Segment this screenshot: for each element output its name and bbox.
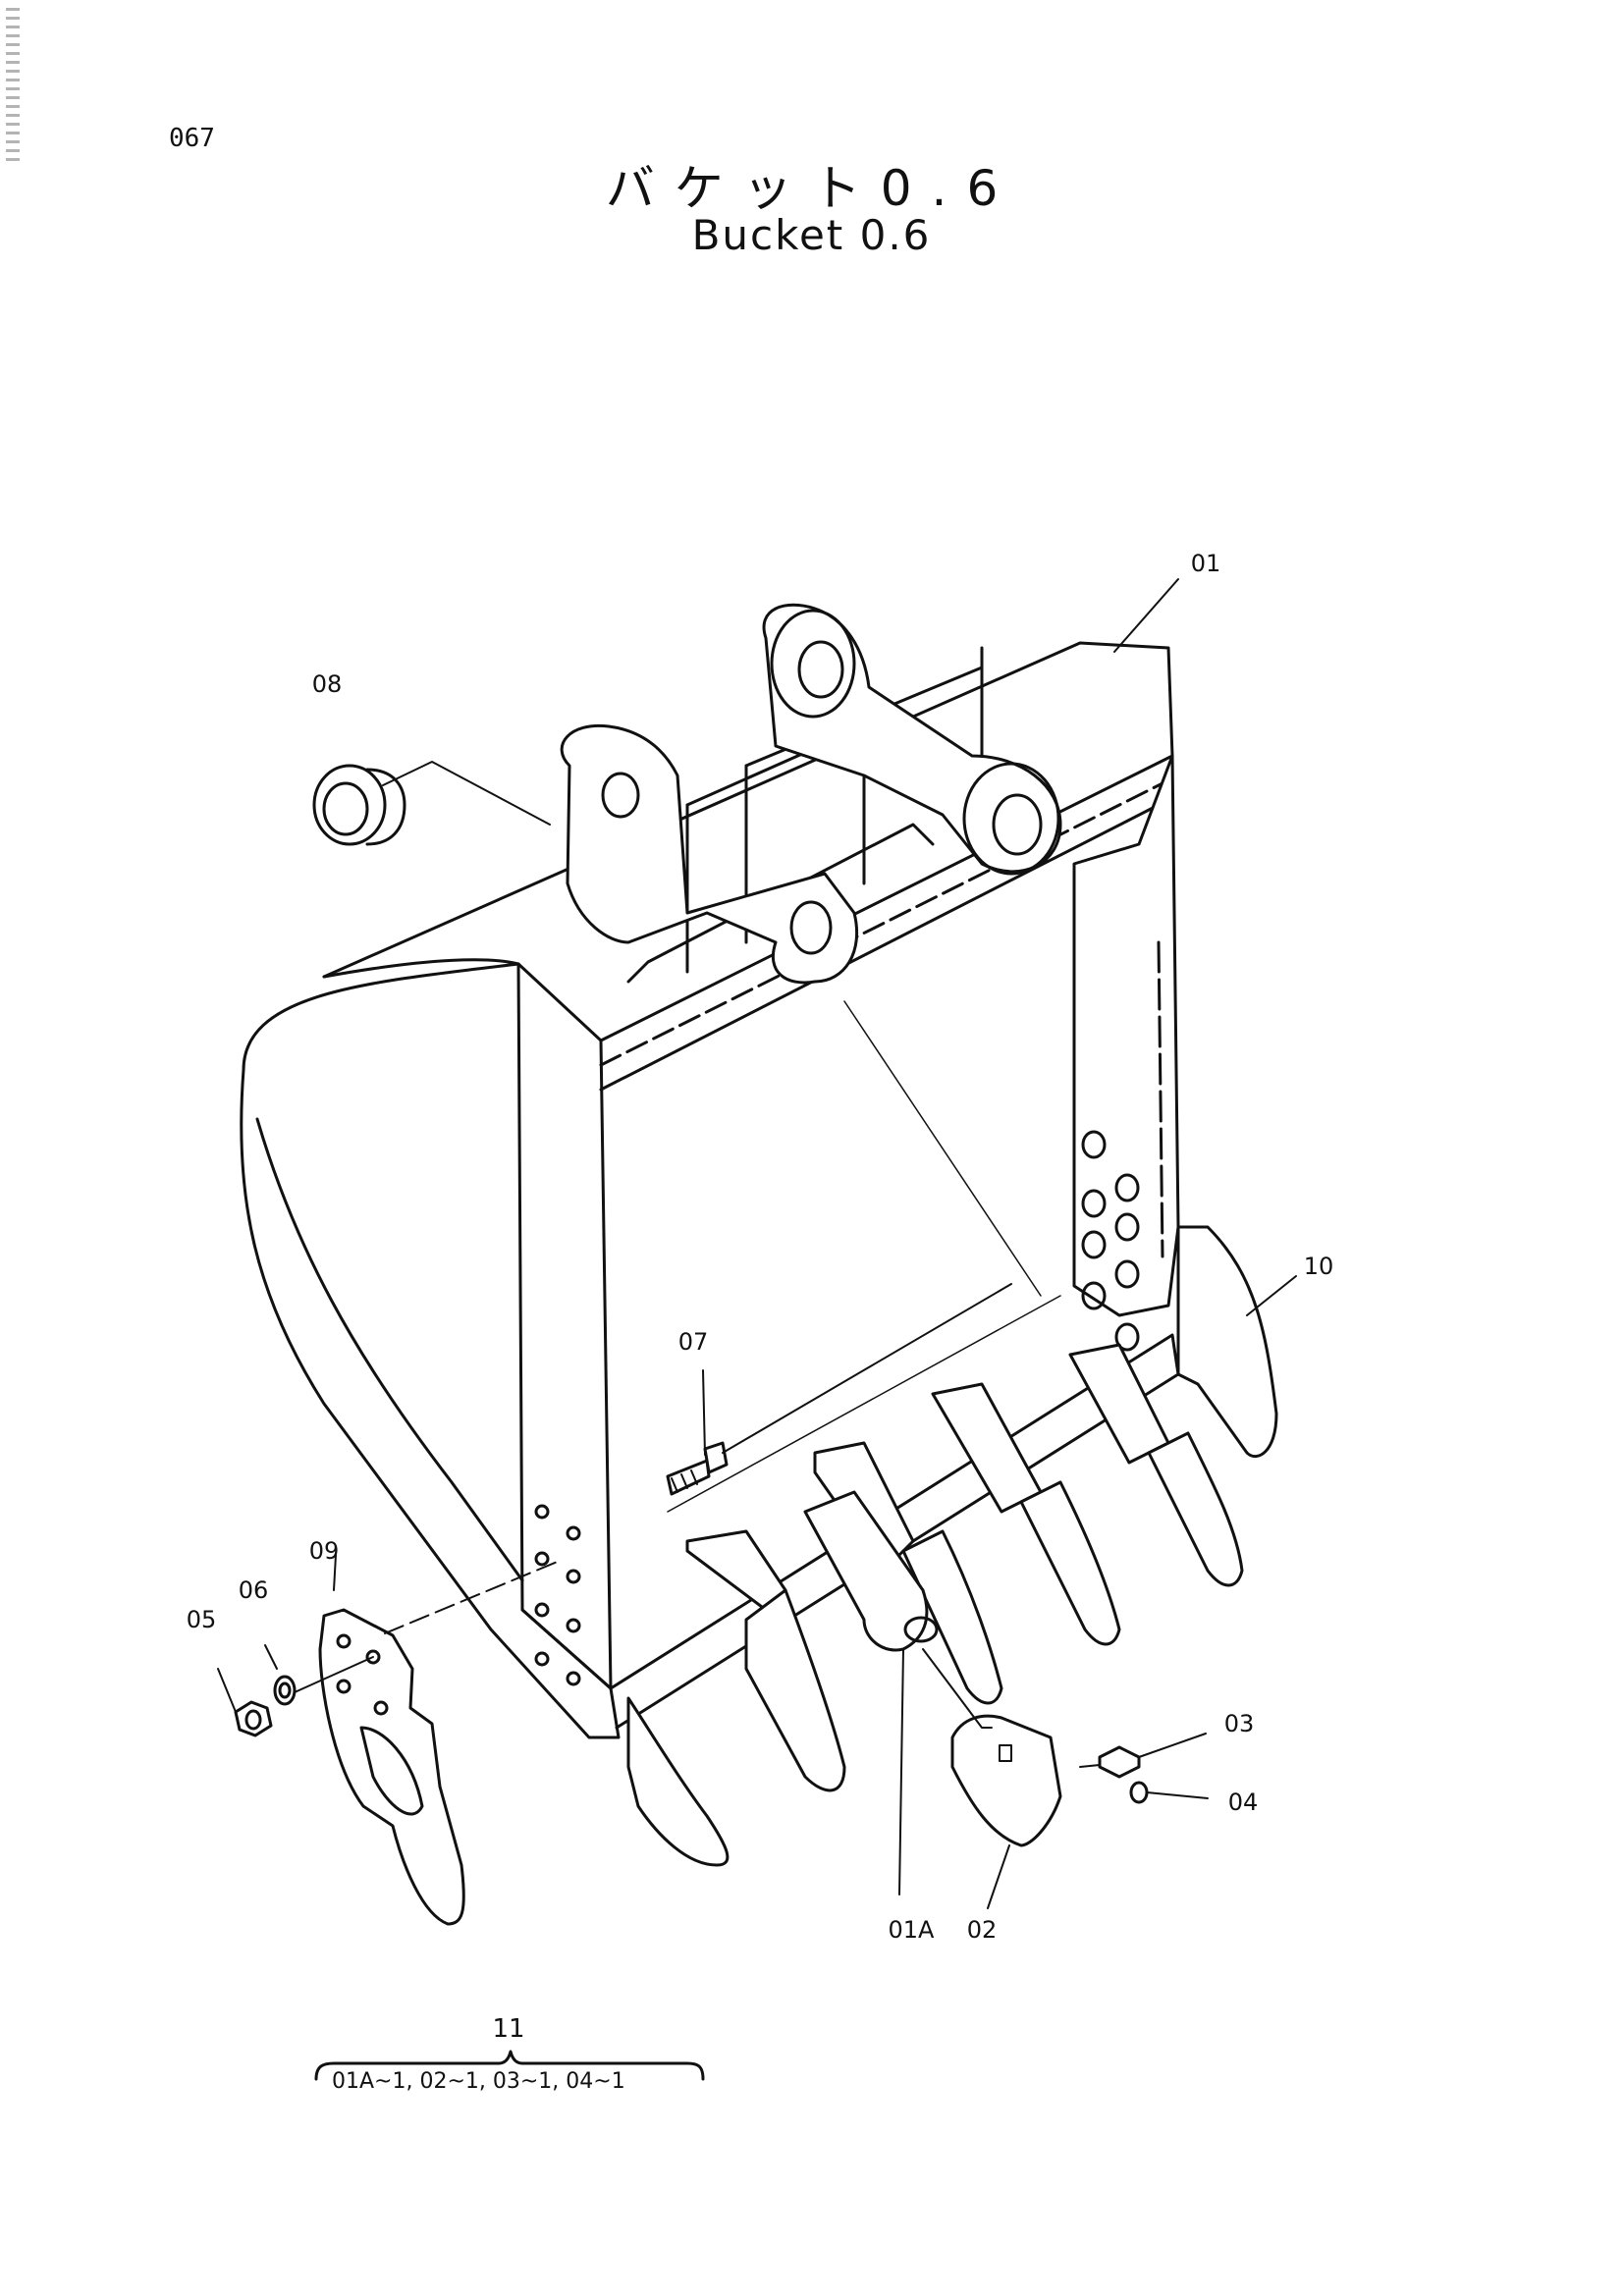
bushing-08 [312, 764, 406, 846]
callout-06: 06 [238, 1576, 269, 1604]
callout-02: 02 [966, 1916, 998, 1944]
adapter-01a [803, 1490, 929, 1652]
leader-lines [217, 578, 1297, 1909]
callout-09: 09 [308, 1537, 340, 1565]
callout-01: 01 [1190, 550, 1221, 577]
lower-pin-boss [962, 762, 1060, 876]
side-cutter-09 [318, 1608, 465, 1926]
callout-08: 08 [311, 670, 343, 698]
nut-05 [234, 1700, 273, 1737]
title-english: Bucket 0.6 [691, 211, 932, 259]
left-lug-hole [601, 772, 640, 819]
bucket-body [240, 641, 1180, 1739]
kit-brace [314, 2050, 705, 2081]
side-cutter-right [1176, 1225, 1278, 1459]
callout-05: 05 [186, 1606, 217, 1633]
page-number: 067 [169, 124, 215, 153]
kit-number: 11 [492, 2014, 525, 2044]
callout-04: 04 [1227, 1789, 1259, 1816]
callout-10: 10 [1303, 1253, 1334, 1280]
left-lug-plate [560, 723, 859, 985]
callout-01a: 01A [888, 1916, 935, 1944]
lock-04 [1129, 1781, 1149, 1804]
kit-contents: 01A~1, 02~1, 03~1, 04~1 [332, 2069, 625, 2094]
right-lug-plate [762, 603, 1062, 874]
callout-07: 07 [677, 1328, 709, 1356]
bolt-07 [666, 1441, 729, 1496]
scan-margin-mark [6, 8, 20, 165]
left-plate-holes [534, 1504, 581, 1686]
bucket-teeth [626, 1343, 1244, 1867]
right-plate-holes [1081, 1130, 1140, 1352]
title-japanese: バケット0.6 [605, 160, 1018, 217]
upper-pin-boss [770, 609, 856, 719]
tooth-point-02 [950, 1714, 1062, 1847]
pin-03 [1098, 1745, 1141, 1779]
callout-03: 03 [1223, 1710, 1255, 1737]
left-lug-lower-hole [789, 900, 833, 955]
washer-06 [273, 1675, 297, 1706]
